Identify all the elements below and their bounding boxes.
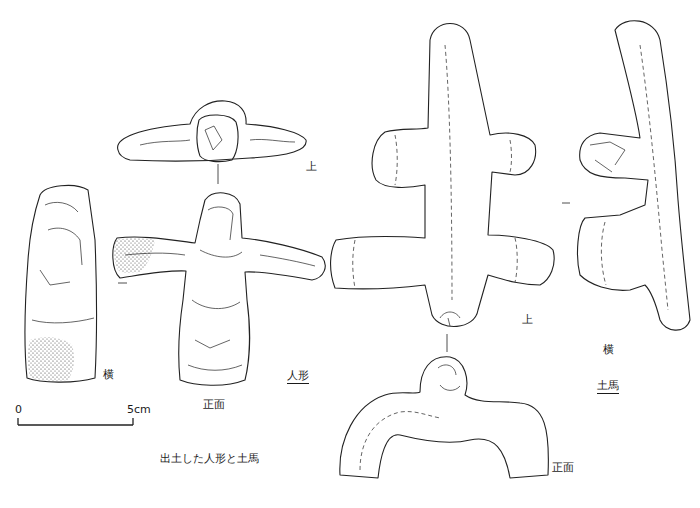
horse-side-view <box>578 21 690 330</box>
scale-bar-tick <box>17 418 18 425</box>
alignment-tick <box>118 283 127 284</box>
alignment-tick <box>562 203 570 204</box>
scale-bar-tick <box>132 418 133 425</box>
artifact-title: 人形 <box>287 369 309 384</box>
scale-label: 0 <box>15 403 22 416</box>
scale-bar <box>18 418 133 425</box>
horse-top-view <box>331 24 555 327</box>
view-label: 正面 <box>203 398 225 411</box>
figure-caption: 出土した人形と土馬 <box>160 452 259 465</box>
horse-side-detail <box>601 45 668 310</box>
scale-bar-line <box>18 424 133 425</box>
horse-top-detail <box>353 45 518 300</box>
figure-front-view <box>113 193 325 385</box>
view-label: 正面 <box>552 461 574 474</box>
view-label: 横 <box>103 368 114 381</box>
figure-side-stipple <box>28 337 74 381</box>
view-label: 横 <box>603 343 614 356</box>
alignment-line <box>447 334 448 352</box>
figure-front-stipple <box>114 238 155 273</box>
horse-front-detail <box>438 365 460 390</box>
alignment-line <box>218 164 219 184</box>
horse-top-detail <box>440 312 460 326</box>
figure-side-view <box>25 185 97 382</box>
figure-top-detail <box>140 126 295 150</box>
drawing-part <box>18 21 690 478</box>
horse-front-view <box>340 357 549 478</box>
figure-front-detail <box>125 207 315 370</box>
horse-front-detail <box>360 412 440 470</box>
figure-top-head <box>197 115 238 162</box>
figure-side-detail <box>32 202 94 323</box>
view-label: 上 <box>306 160 317 173</box>
horse-side-detail <box>590 142 625 172</box>
figure-top-view <box>118 101 307 161</box>
view-label: 上 <box>522 313 533 326</box>
artifact-title: 土馬 <box>597 379 619 394</box>
scale-label: 5cm <box>127 403 151 416</box>
